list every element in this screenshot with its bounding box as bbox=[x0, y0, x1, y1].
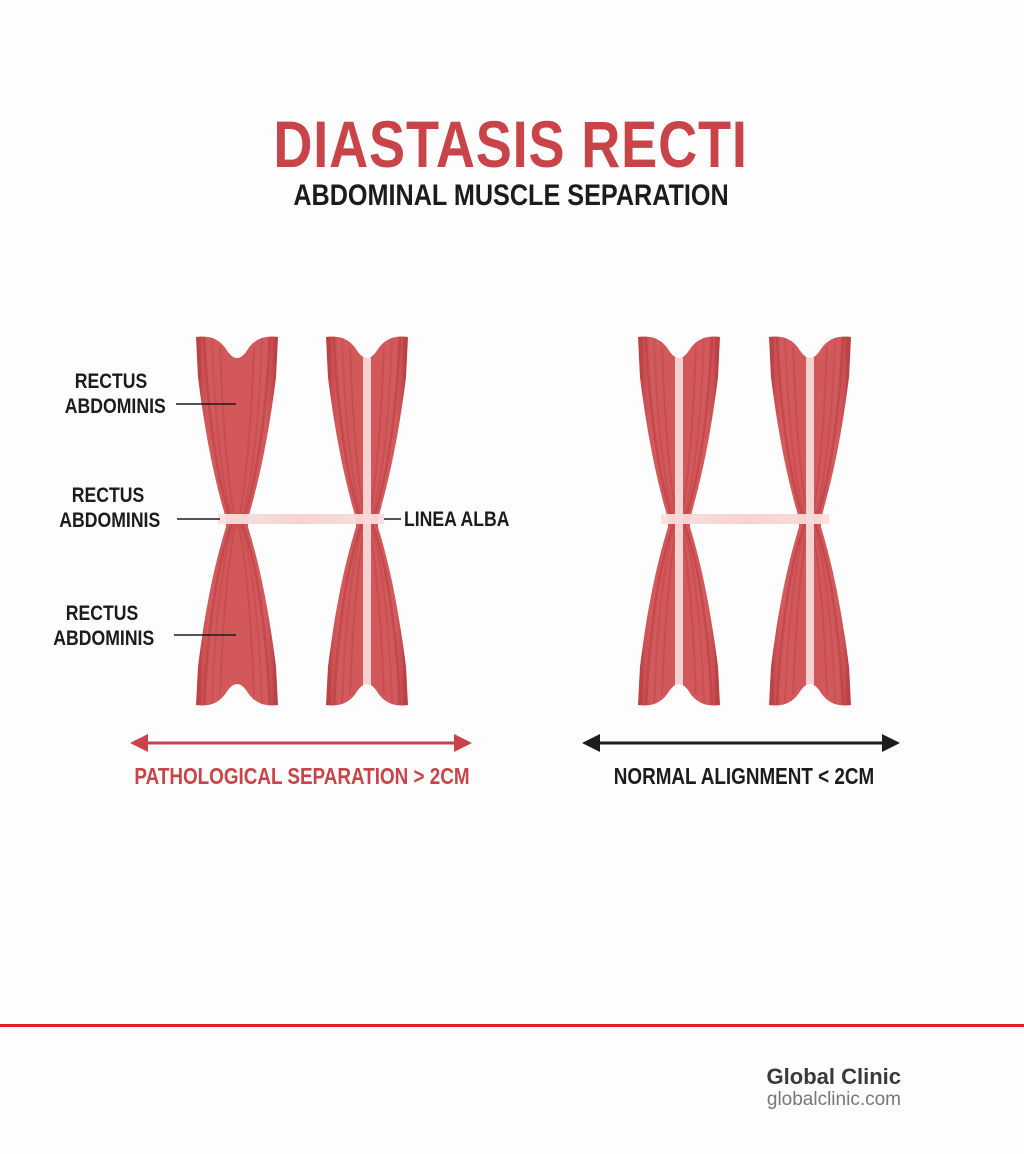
arrow-pathological bbox=[130, 734, 472, 752]
label-rectus-upper: RECTUS ABDOMINIS bbox=[64, 370, 166, 418]
footer-divider bbox=[0, 1024, 1024, 1027]
label-rectus-lower: RECTUS ABDOMINIS bbox=[53, 602, 155, 650]
label-linea-alba: LINEA ALBA bbox=[404, 508, 510, 531]
brand-name: Global Clinic bbox=[766, 1064, 901, 1089]
brand-url: globalclinic.com bbox=[766, 1089, 901, 1110]
linea-alba-band-right bbox=[661, 514, 829, 524]
page-subtitle: ABDOMINAL MUSCLE SEPARATION bbox=[293, 179, 729, 212]
linea-alba-band-left bbox=[218, 514, 384, 524]
caption-pathological: PATHOLOGICAL SEPARATION > 2CM bbox=[134, 763, 470, 789]
page-title: DIASTASIS RECTI bbox=[273, 107, 748, 181]
label-rectus-middle: RECTUS ABDOMINIS bbox=[59, 484, 161, 532]
arrow-normal bbox=[582, 734, 900, 752]
caption-normal: NORMAL ALIGNMENT < 2CM bbox=[613, 763, 875, 789]
